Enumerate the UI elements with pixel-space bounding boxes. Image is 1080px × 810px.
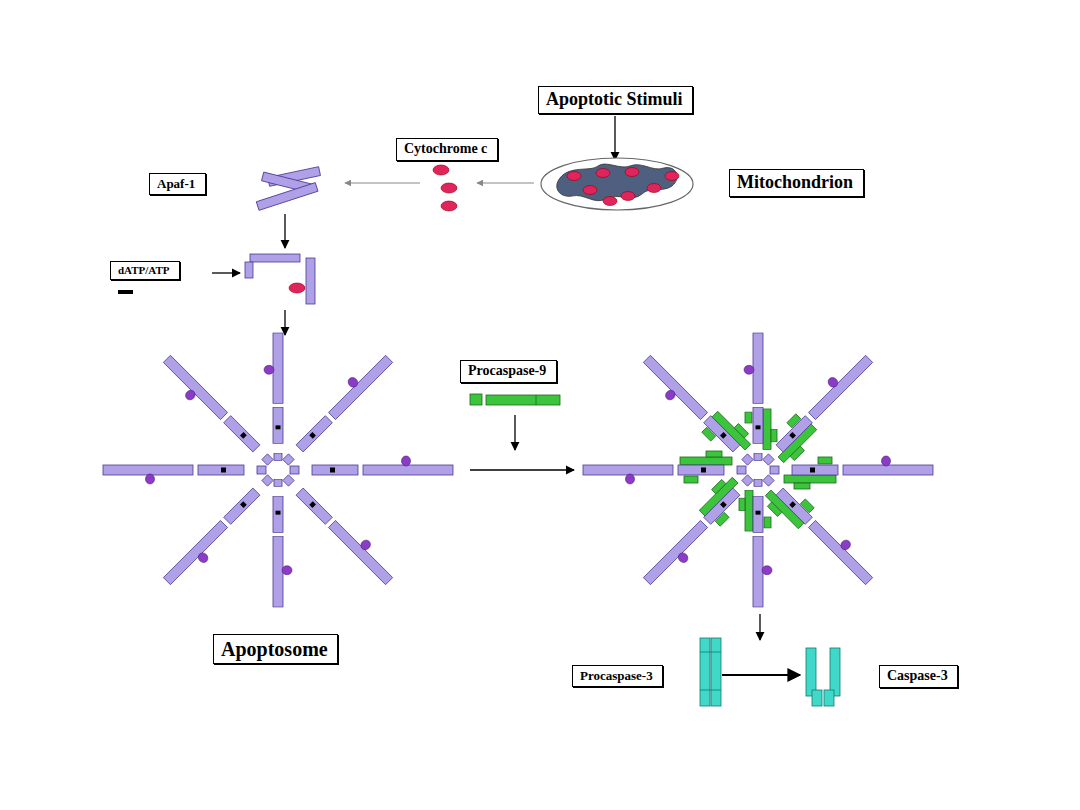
box-label: Apaf-1 xyxy=(157,176,198,192)
apaf-1-spoke xyxy=(282,468,399,585)
apaf-1-spoke xyxy=(633,464,760,591)
label-box: dATP/ATP xyxy=(110,261,180,280)
apoptosome-figure xyxy=(103,333,453,607)
label-box: Caspase-3 xyxy=(879,665,958,688)
label-box: Procaspase-9 xyxy=(460,360,557,383)
box-label: Procaspase-9 xyxy=(468,363,549,380)
procaspase-3-figure xyxy=(700,638,721,706)
apaf-1-spoke xyxy=(103,465,266,484)
apaf-1-spoke xyxy=(163,474,280,591)
apoptosome-figure xyxy=(583,333,933,607)
box-label: Cytochrome c xyxy=(404,141,490,158)
box-label: Procaspase-3 xyxy=(580,668,655,684)
label-box: Apoptotic Stimuli xyxy=(538,86,693,114)
mitochondrion-figure xyxy=(541,158,693,210)
box-label: Apoptosome xyxy=(221,637,330,661)
label-box: Cytochrome c xyxy=(396,138,498,161)
apaf-1-spoke xyxy=(157,355,274,472)
arrow xyxy=(345,183,534,184)
label-box: Mitochondrion xyxy=(729,169,864,197)
cytochrome-c-figure xyxy=(433,165,457,211)
apaf-1-spoke xyxy=(637,345,764,472)
apaf-1-spoke xyxy=(756,349,883,476)
box-label: Apoptotic Stimuli xyxy=(546,89,685,111)
apaf-1-spoke xyxy=(264,333,283,461)
arrow xyxy=(212,116,800,675)
apaf-1-spoke xyxy=(739,479,772,607)
apaf-1-figure xyxy=(256,167,320,211)
apaf-1-spoke xyxy=(744,333,777,461)
apaf-1-spoke xyxy=(273,479,292,607)
procaspase-9-figure xyxy=(470,394,560,405)
inhibitor-bar xyxy=(118,290,133,294)
apaf-1-spoke xyxy=(583,451,746,484)
box-label: Mitochondrion xyxy=(737,172,856,194)
caspase-3-figure xyxy=(806,648,840,706)
label-box: Procaspase-3 xyxy=(572,665,663,687)
apaf-1-spoke xyxy=(290,456,453,475)
apaf-1-active-figure xyxy=(245,254,315,304)
label-box: Apaf-1 xyxy=(149,173,206,195)
box-label: Caspase-3 xyxy=(887,668,950,685)
apaf-1-spoke xyxy=(752,468,879,595)
box-label: dATP/ATP xyxy=(118,264,172,277)
apaf-1-spoke xyxy=(276,349,393,466)
title-box: Apoptosome xyxy=(213,634,338,664)
